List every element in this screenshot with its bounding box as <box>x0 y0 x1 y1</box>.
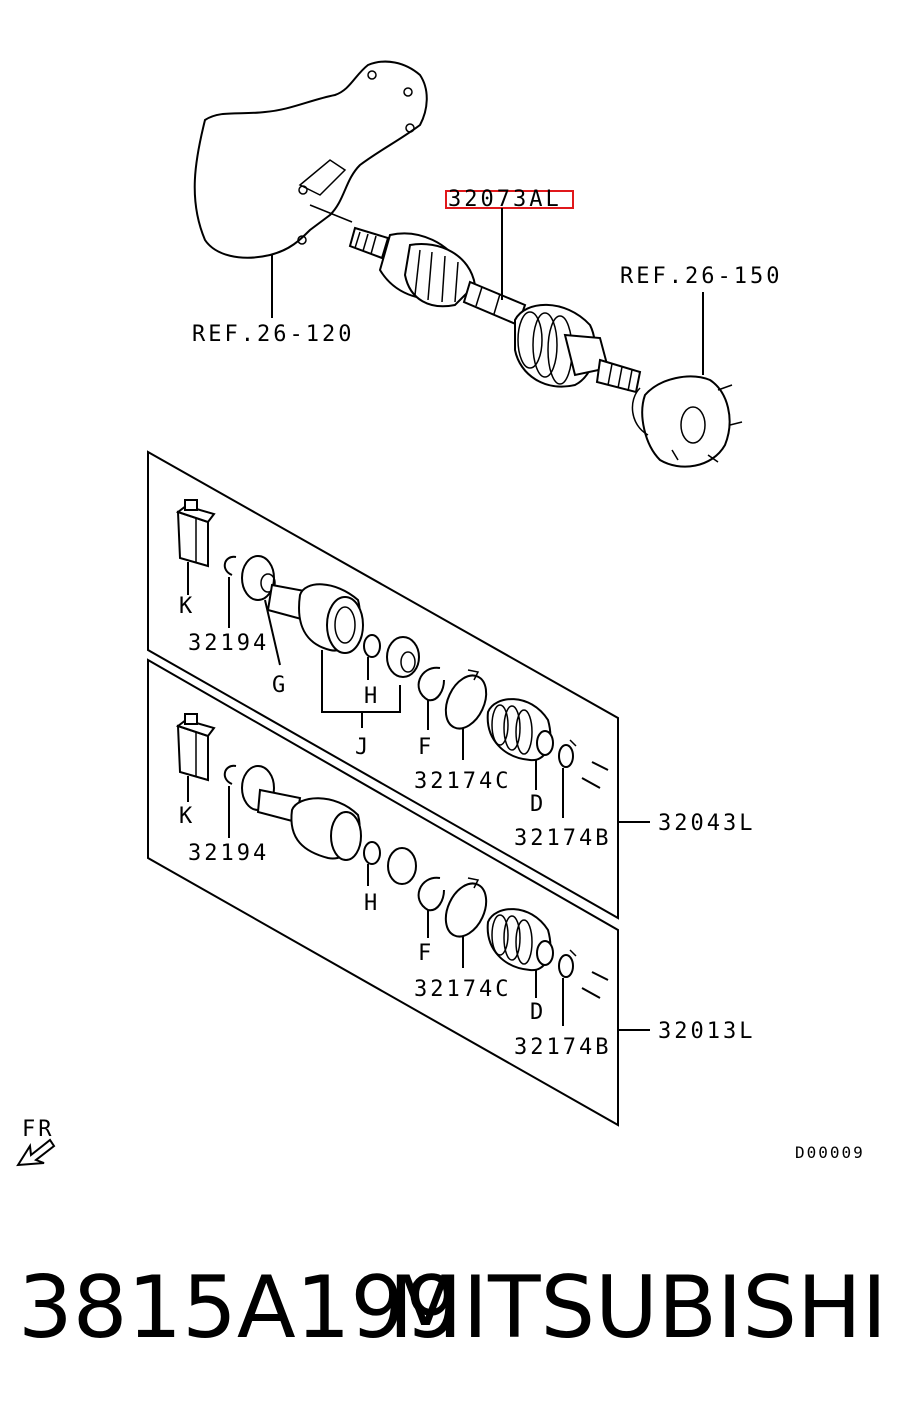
label-j: J <box>355 735 371 760</box>
front-label: FR <box>22 1117 55 1142</box>
lower-inner-housing <box>241 765 362 861</box>
label-k-lower: K <box>179 804 195 829</box>
label-d-lower: D <box>530 1000 546 1025</box>
lower-small-ring <box>363 841 381 865</box>
label-set-lower: 32013L <box>658 1019 755 1044</box>
upper-dust-cover <box>241 555 276 601</box>
footer: 3815A199 MITSUBISHI <box>0 1258 909 1378</box>
front-arrow-icon <box>16 1138 56 1167</box>
label-k-upper: K <box>179 594 195 619</box>
label-f-lower: F <box>418 941 434 966</box>
upper-grease-tube <box>175 499 216 568</box>
lower-grease-tube <box>175 713 216 782</box>
lower-boot-band-large <box>444 877 488 938</box>
upper-boot <box>486 698 554 762</box>
upper-snap-ring <box>223 555 237 576</box>
ref-transmission-label: REF.26-120 <box>192 322 354 347</box>
upper-shaft-stub <box>581 761 609 789</box>
label-32174b-upper: 32174B <box>514 826 611 851</box>
label-32194-upper: 32194 <box>188 631 269 656</box>
label-32174c-lower: 32174C <box>414 977 511 1002</box>
upper-boot-band-small <box>558 739 577 768</box>
drive-shaft-assembly <box>348 226 642 394</box>
lower-boot <box>486 908 554 972</box>
brand-name: MITSUBISHI <box>388 1258 887 1358</box>
label-32194-lower: 32194 <box>188 841 269 866</box>
drawing-code: D00009 <box>795 1143 865 1162</box>
ref-hub-label: REF.26-150 <box>620 264 782 289</box>
lower-kit-panel <box>147 658 619 1127</box>
lower-circlip <box>417 876 445 912</box>
lower-tripod <box>387 847 417 885</box>
upper-boot-band-large <box>444 669 488 730</box>
label-g: G <box>272 673 288 698</box>
highlighted-part-number: 32073AL <box>448 187 562 212</box>
wheel-hub <box>631 375 743 468</box>
label-set-upper: 32043L <box>658 811 755 836</box>
label-d-upper: D <box>530 792 546 817</box>
label-32174b-lower: 32174B <box>514 1035 611 1060</box>
label-h-lower: H <box>364 891 380 916</box>
upper-small-ring <box>363 634 381 658</box>
part-number: 3815A199 <box>18 1258 460 1358</box>
label-h-upper: H <box>364 684 380 709</box>
lower-snap-ring <box>223 764 237 785</box>
label-32174c-upper: 32174C <box>414 769 511 794</box>
upper-circlip <box>417 666 445 702</box>
upper-inner-housing <box>266 583 364 654</box>
upper-tripod <box>386 636 420 678</box>
lower-shaft-stub <box>581 971 609 999</box>
highlight-box <box>445 190 574 209</box>
transmission-housing <box>193 60 428 259</box>
lower-boot-band-small <box>558 949 577 978</box>
label-f-upper: F <box>418 735 434 760</box>
upper-kit-panel <box>147 450 619 920</box>
